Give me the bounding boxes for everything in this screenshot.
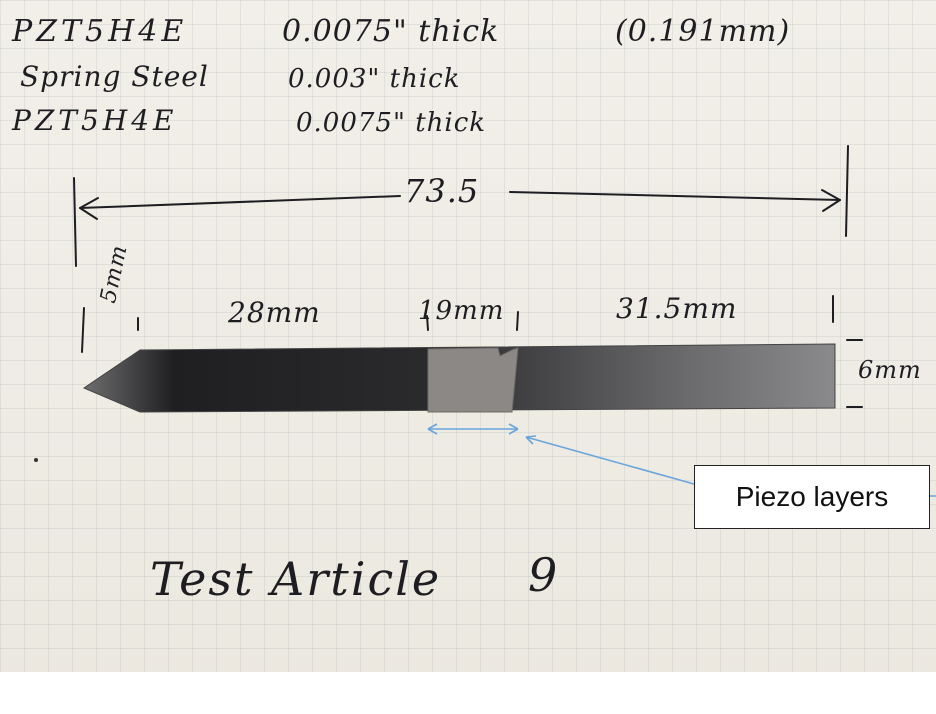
spec-line2-material: Spring Steel [20,60,209,93]
piezo-patch [427,347,519,413]
left-extension-line [73,177,77,267]
dimension-arrow-right [509,191,841,201]
tick-left-end [81,307,85,353]
piezo-layers-callout: Piezo layers [694,465,930,529]
spec-line1-material: PZT5H4E [12,14,188,49]
right-extension-line [845,145,849,237]
callout-leader-line [525,436,695,485]
dimension-segment-1: 28mm [228,296,321,329]
spec-line1-thickness: 0.0075" thick [282,14,500,49]
dimension-total-length: 73.5 [404,172,480,210]
image-bottom-border [0,672,936,714]
spec-line1-mm: (0.191mm) [615,14,791,49]
test-article-caption: Test Article [150,552,442,606]
overall-dimension-line [34,145,863,462]
dimension-width: 6mm [858,356,922,384]
tick-piezo-right [516,311,519,331]
spec-line3-material: PZT5H4E [12,104,178,137]
test-article-number: 9 [528,548,559,602]
tick-piezo-left [426,315,429,331]
spec-line2-thickness: 0.003" thick [288,64,461,94]
piezo-annotation-arrows [427,423,936,497]
dimension-arrow-left [79,195,401,209]
spec-line3-thickness: 0.0075" thick [296,108,487,138]
dimension-segment-3: 31.5mm [616,292,738,325]
dimension-segment-2: 19mm [418,296,505,326]
